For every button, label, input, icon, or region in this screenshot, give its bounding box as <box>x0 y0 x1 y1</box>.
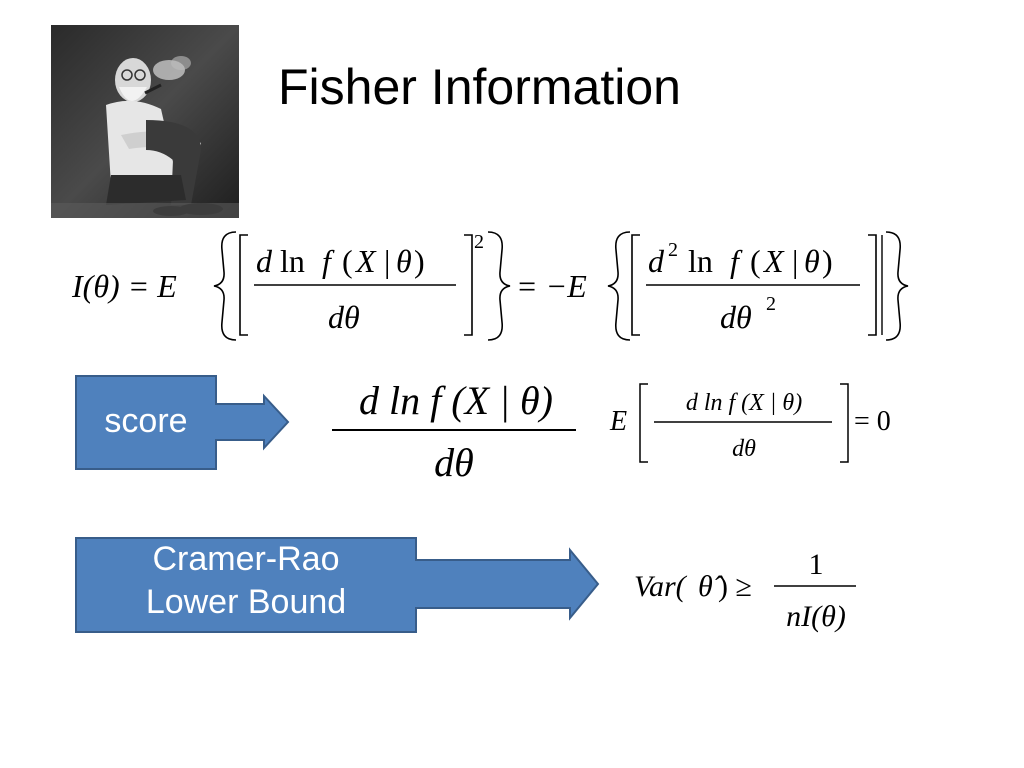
curly-brace-left-1 <box>213 231 237 341</box>
score-bracket-left <box>639 383 648 463</box>
portrait-photo-icon <box>51 25 239 218</box>
score-callout <box>75 375 290 470</box>
svg-text:f: f <box>322 243 335 279</box>
svg-text:d: d <box>256 243 273 279</box>
svg-text:|: | <box>792 243 798 279</box>
fisher-lhs: I(θ) = E <box>71 268 177 304</box>
score-expectation-E: E <box>609 406 627 437</box>
svg-text:2: 2 <box>668 239 678 261</box>
score-bracket-right <box>840 383 849 463</box>
cramer-rao-label-line1: Cramer-Rao <box>152 540 340 578</box>
square-bracket-left-2 <box>631 234 640 336</box>
cramer-rao-numerator: 1 <box>809 548 824 581</box>
cramer-rao-denominator: nI(θ) <box>786 600 846 633</box>
score-denominator: dθ <box>434 440 474 485</box>
fisher-middle: = −E <box>516 268 587 304</box>
cramer-rao-callout <box>75 537 600 633</box>
score-expectation: E d ln f (X | θ) dθ = 0 <box>609 383 891 463</box>
cramer-rao-label: Cramer-Rao Lower Bound <box>76 538 416 623</box>
curly-brace-right-2 <box>885 231 909 341</box>
cramer-rao-lhs-close: ) ≥ <box>718 570 752 603</box>
square-bracket-left-1 <box>239 234 248 336</box>
svg-text:X: X <box>354 243 377 279</box>
curly-brace-left-2 <box>607 231 631 341</box>
svg-text:|: | <box>384 243 390 279</box>
fisher-denominator-1: dθ <box>328 299 360 335</box>
cramer-rao-label-line2: Lower Bound <box>145 582 347 621</box>
square-bracket-right-2 <box>868 234 877 336</box>
curly-brace-right-1 <box>487 231 511 341</box>
svg-text:(: ( <box>750 243 761 279</box>
svg-text:): ) <box>414 243 425 279</box>
svg-text:d: d <box>648 243 665 279</box>
svg-text:θ: θ <box>804 243 820 279</box>
cramer-rao-lhs: Var( <box>634 570 688 603</box>
cramer-rao-inequality: Var( θ̂ ) ≥ 1 nI(θ) <box>634 548 856 633</box>
fisher-denominator-2: dθ <box>720 299 752 335</box>
score-expectation-denominator: dθ <box>732 436 756 462</box>
score-fraction: d ln f (X | θ) dθ <box>332 378 576 485</box>
svg-text:X: X <box>762 243 785 279</box>
fisher-exponent: 2 <box>474 231 484 253</box>
svg-text:(: ( <box>342 243 353 279</box>
svg-text:ln: ln <box>280 243 305 279</box>
score-equals-zero: = 0 <box>854 406 891 437</box>
fisher-information-equation: I(θ) = E d ln f ( X | θ ) dθ 2 = −E d 2 … <box>71 231 909 341</box>
fisher-denominator-2-exponent: 2 <box>766 293 776 315</box>
score-expectation-numerator: d ln f (X | θ) <box>686 390 802 416</box>
svg-text:θ: θ <box>396 243 412 279</box>
score-numerator: d ln f (X | θ) <box>359 378 553 423</box>
square-bracket-right-1 <box>464 234 473 336</box>
score-label: score <box>104 402 188 440</box>
svg-text:): ) <box>822 243 833 279</box>
svg-text:ln: ln <box>688 243 713 279</box>
svg-text:f: f <box>730 243 743 279</box>
slide-title: Fisher Information <box>278 59 681 115</box>
